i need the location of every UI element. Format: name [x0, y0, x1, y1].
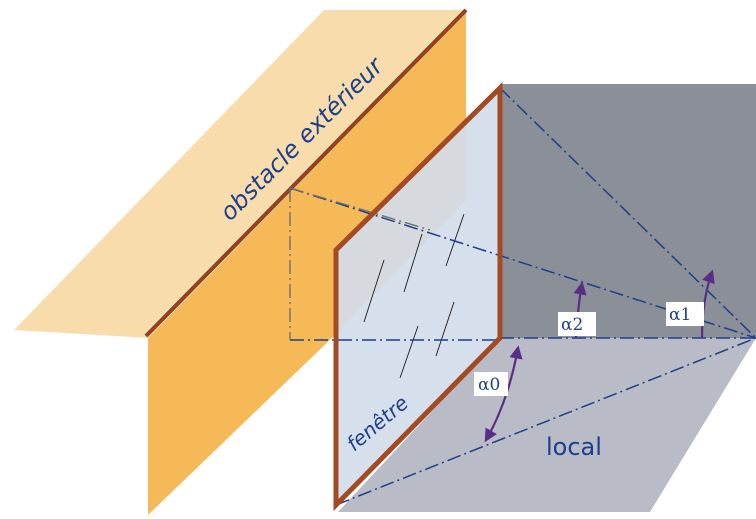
arc-alpha0: [484, 345, 523, 443]
alpha1-label: α1: [669, 305, 691, 325]
window-frame: [333, 82, 503, 512]
window-glass: [336, 88, 500, 505]
obstacle-vertical-face: [148, 12, 466, 515]
arc-alpha1: [700, 269, 715, 339]
room-floor: [338, 338, 756, 512]
room-label: local: [546, 433, 602, 461]
alpha0-label: α0: [478, 375, 500, 395]
window-projection: [289, 187, 431, 340]
alpha1-label-bg: [666, 302, 704, 326]
alpha2-label-bg: [558, 312, 596, 336]
obstacle-top-edge-red: [145, 9, 467, 337]
construction-lines: [289, 87, 756, 506]
obstacle-pale-face: [14, 10, 466, 338]
glass-reflections: [363, 213, 465, 379]
room-back-wall: [500, 84, 756, 338]
alpha0-label-bg: [474, 372, 508, 396]
alpha2-label: α2: [561, 315, 583, 335]
